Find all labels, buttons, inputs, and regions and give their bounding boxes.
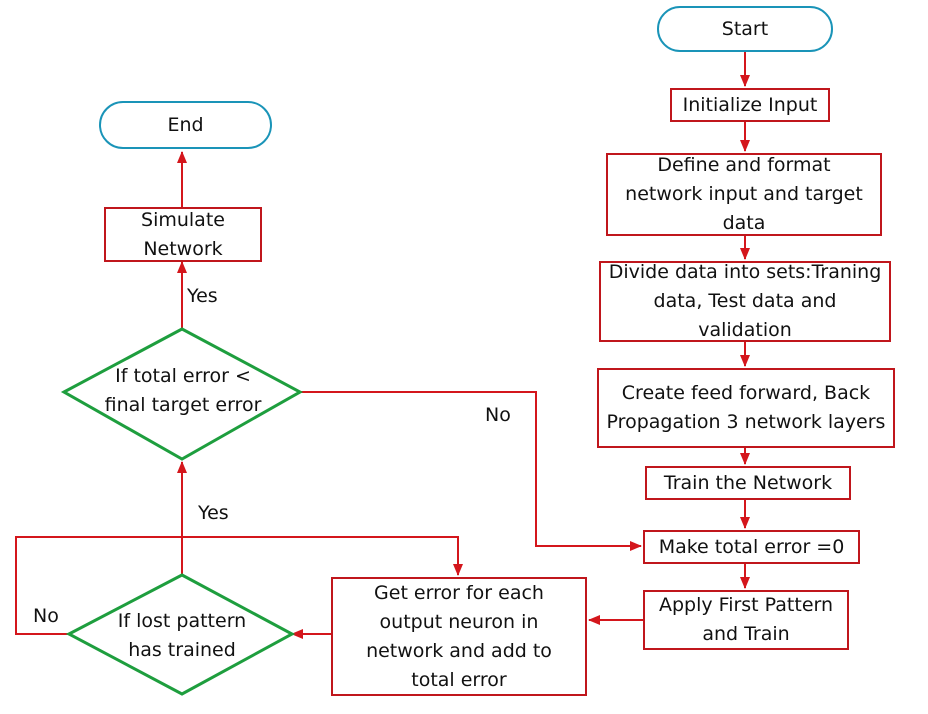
decision-pattern-label: If lost pattern has trained bbox=[117, 610, 247, 661]
decision-pattern-shape bbox=[65, 573, 296, 696]
make-total-error-box: Make total error =0 bbox=[643, 530, 860, 564]
no-label-left: No bbox=[33, 605, 59, 627]
start-terminal: Start bbox=[657, 6, 833, 52]
apply-first-pattern-box: Apply First Pattern and Train bbox=[643, 590, 849, 650]
decision-error-label: If total error < final target error bbox=[104, 365, 262, 416]
edge-decision-pattern-no-loop bbox=[15, 536, 463, 635]
define-format-box: Define and format network input and targ… bbox=[606, 153, 882, 236]
create-network-box: Create feed forward, Back Propagation 3 … bbox=[597, 368, 895, 448]
edge-decision-error-no bbox=[300, 391, 642, 551]
initialize-input-box: Initialize Input bbox=[670, 88, 830, 122]
no-label-right: No bbox=[485, 404, 511, 426]
train-network-box: Train the Network bbox=[645, 466, 851, 500]
yes-label-bottom: Yes bbox=[198, 502, 229, 524]
divide-data-box: Divide data into sets:Traning data, Test… bbox=[599, 261, 891, 342]
yes-label-top: Yes bbox=[187, 285, 218, 307]
end-terminal: End bbox=[99, 101, 272, 149]
simulate-network-box: Simulate Network bbox=[104, 207, 262, 262]
get-error-box: Get error for each output neuron in netw… bbox=[331, 577, 587, 696]
decision-error-shape bbox=[60, 327, 304, 461]
